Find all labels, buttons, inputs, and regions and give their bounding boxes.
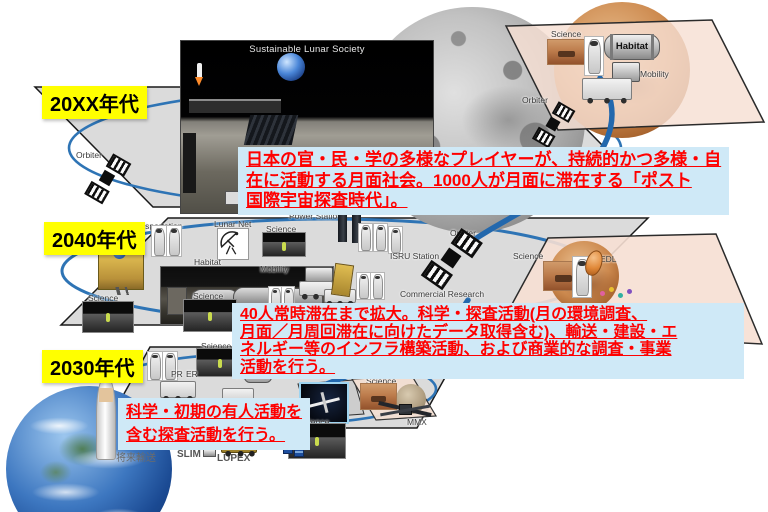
science-label: Science [366, 376, 397, 386]
astronaut-icon [151, 225, 167, 257]
power-tower-icon [338, 198, 347, 242]
sample-icon [600, 291, 605, 296]
landing-rocket-icon [195, 63, 203, 86]
callout-line: 国際宇宙探査時代」。 [246, 191, 408, 210]
lupex-label: LUPEX [217, 453, 251, 464]
mmx-body [399, 404, 412, 415]
astronaut-icon [356, 272, 371, 300]
science-label: Science [551, 29, 582, 39]
science-label: Science [88, 293, 119, 303]
era-2030-callout: 科学・初期の有人活動を 含む探査活動を行う。 [118, 398, 311, 450]
science-label: Science [193, 291, 224, 301]
mobility-label: Mobility [640, 69, 669, 79]
astronaut-icon [162, 351, 178, 381]
astronaut-icon [370, 272, 385, 300]
launch-rocket-icon [96, 376, 116, 460]
solar-array [243, 115, 299, 145]
isru-station-label: ISRU Station [390, 251, 440, 261]
callout-line: 月面／月周回滞在に向けたデータ取得含む)、輸送・建設・エ [240, 323, 678, 341]
era-label-2030: 2030年代 [42, 350, 143, 383]
astronaut-icon [358, 223, 373, 252]
lunar-net-label: Lunar Net [214, 219, 252, 229]
mmx-spacecraft-icon [378, 396, 432, 422]
habitat-module-icon: Habitat [604, 34, 660, 60]
moon-science-photo [82, 301, 134, 333]
sample-icon [618, 293, 623, 298]
edl-label: EDL [600, 254, 617, 264]
satellite-body [98, 169, 116, 187]
callout-line: 含む探査活動を行う。 [126, 427, 286, 444]
era-label-20xx: 20XX年代 [42, 86, 147, 119]
callout-line: 活動を行う。 [240, 358, 336, 376]
future-transport-label: 将来輸送 [116, 453, 156, 464]
base-building [189, 99, 281, 113]
era-20xx-callout: 日本の官・民・学の多様なプレイヤーが、持続的かつ多様・自 在に活動する月面社会。… [238, 147, 730, 215]
commercial-research-label: Commercial Research [400, 289, 485, 299]
astronaut-icon [166, 225, 182, 257]
astronaut-icon [147, 351, 163, 381]
lunar-lander-icon [93, 246, 149, 295]
era-2040-callout: 40人常時滞在まで拡大。科学・探査活動(月の環境調査、 月面／月周回滞在に向けた… [232, 303, 744, 379]
sample-icon [627, 289, 632, 294]
science-label: Science [201, 341, 232, 351]
habitat-label: Habitat [194, 257, 221, 267]
sample-icon [609, 287, 614, 292]
slim-label: SLIM [177, 449, 201, 460]
mobility-label: Mobility [260, 264, 289, 274]
science-label: Science [513, 251, 544, 261]
power-station-label: Power Station [289, 211, 342, 221]
satellite-body [440, 247, 462, 269]
rover-icon [160, 381, 196, 402]
base-tower [183, 133, 196, 193]
moon-science-photo [183, 299, 237, 332]
satellite-icon [418, 227, 483, 291]
trailer-icon [305, 267, 333, 282]
rover-icon [582, 78, 632, 104]
mars-science-photo [547, 39, 586, 65]
science-label: Science [266, 224, 297, 234]
orbiter-label: Orbiter [76, 150, 102, 160]
lunar-base-caption: Sustainable Lunar Society [249, 44, 365, 55]
astronaut-icon [373, 223, 388, 252]
satellite-body [545, 116, 561, 132]
orbiter-label: Orbiter [522, 95, 548, 105]
callout-line: 日本の官・民・学の多様なプレイヤーが、持続的かつ多様・自 [246, 150, 722, 169]
science-label: Science [299, 417, 330, 427]
power-tower-icon [352, 193, 361, 243]
earth-in-sky [277, 53, 305, 81]
pressurized-rover-label: PR [171, 369, 183, 379]
antenna-dish-icon [217, 228, 249, 260]
callout-line: ネルギー等のインフラ構築活動、および商業的な調査・事業 [240, 341, 672, 358]
callout-line: 科学・初期の有人活動を [126, 404, 303, 421]
exploration-rover-label: ER [186, 369, 198, 379]
astronaut-icon [584, 36, 604, 76]
moon-science-photo [262, 232, 306, 257]
callout-line: 在に活動する月面社会。1000人が月面に滞在する「ポスト [246, 170, 692, 190]
astronaut-icon [388, 226, 403, 254]
mmx-label: MMX [407, 417, 427, 427]
callout-line: 40人常時滞在まで拡大。科学・探査活動(月の環境調査、 [240, 306, 648, 323]
era-label-2040: 2040年代 [44, 222, 145, 255]
